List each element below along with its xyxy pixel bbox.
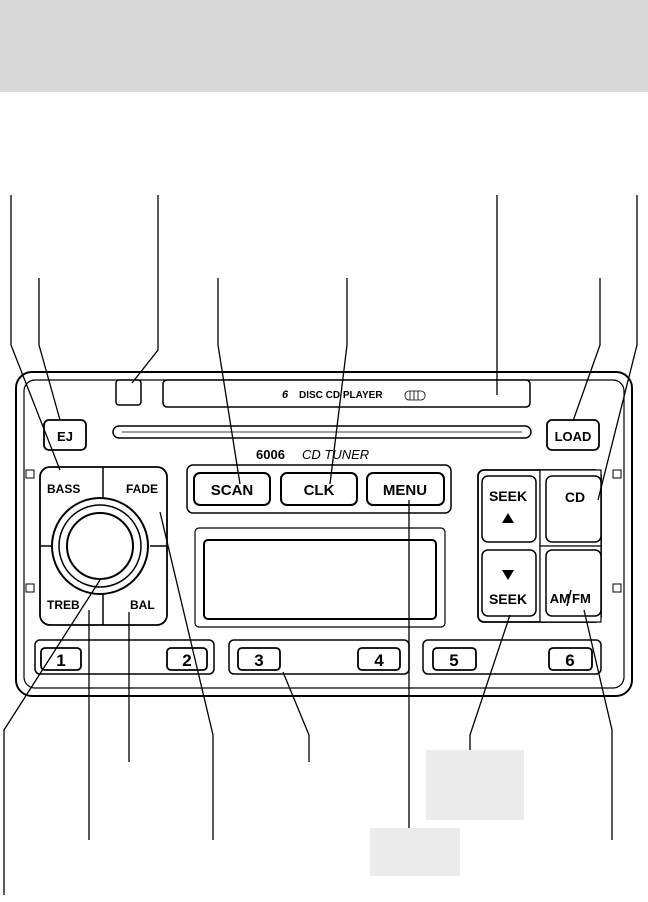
- fade-label: FADE: [126, 482, 158, 496]
- callout-box-menu: [370, 828, 460, 876]
- menu-button[interactable]: [366, 472, 445, 506]
- preset-6-label: 6: [565, 651, 574, 670]
- callout-line-disc-select: [131, 195, 159, 384]
- arrow-down-icon: [502, 570, 514, 580]
- bal-label: BAL: [130, 598, 155, 612]
- clk-label: CLK: [304, 482, 335, 499]
- scan-label: SCAN: [211, 482, 254, 499]
- cd-label: CD: [565, 489, 585, 505]
- seek-up-label: SEEK: [489, 488, 527, 504]
- cd-button[interactable]: [545, 475, 602, 543]
- callout-line-load: [572, 278, 601, 422]
- arrow-up-icon: [502, 513, 514, 523]
- side-marker: [25, 583, 35, 593]
- callout-line-cd: [597, 195, 638, 501]
- model-name: CD TUNER: [302, 447, 369, 462]
- callout-line-knob: [3, 579, 101, 895]
- am-label: AM: [550, 591, 570, 606]
- fm-label: FM: [572, 591, 591, 606]
- preset-1-label: 1: [56, 651, 65, 670]
- model-number: 6006: [256, 447, 285, 462]
- cd-slot-number: 6: [282, 389, 289, 401]
- callout-line-am-fm: [583, 609, 613, 840]
- preset-2-label: 2: [182, 651, 191, 670]
- preset-1-button[interactable]: [40, 647, 82, 671]
- callout-line-preset: [282, 671, 310, 762]
- bal-button[interactable]: BAL: [130, 598, 155, 612]
- header-band: [0, 0, 648, 92]
- disc-select-button[interactable]: [115, 379, 142, 406]
- bass-label: BASS: [47, 482, 80, 496]
- seek-down-label: SEEK: [489, 591, 527, 607]
- am-fm-button[interactable]: [545, 549, 602, 617]
- callout-line-eject: [38, 278, 61, 421]
- preset-5-label: 5: [449, 651, 458, 670]
- cd-changer-window: [162, 379, 531, 408]
- lcd-display: [203, 539, 437, 620]
- treb-label: TREB: [47, 598, 80, 612]
- callout-box-seek: [426, 750, 524, 820]
- bass-button[interactable]: BASS: [47, 482, 80, 496]
- preset-6-button[interactable]: [548, 647, 593, 671]
- callout-line-fade: [159, 511, 214, 840]
- radio-faceplate: [15, 371, 633, 697]
- preset-4-button[interactable]: [357, 647, 401, 671]
- eject-label: EJ: [57, 429, 73, 444]
- side-marker: [612, 583, 622, 593]
- menu-label: MENU: [383, 482, 427, 499]
- fade-button[interactable]: FADE: [126, 482, 158, 496]
- callout-line-clk: [329, 278, 348, 485]
- scan-button[interactable]: [193, 472, 271, 506]
- preset-2-button[interactable]: [166, 647, 208, 671]
- volume-knob[interactable]: [66, 512, 134, 580]
- side-marker: [612, 469, 622, 479]
- treb-button[interactable]: TREB: [47, 598, 80, 612]
- cd-logo-icon: [404, 390, 426, 401]
- callout-line-bass: [10, 195, 61, 471]
- callout-line-seek: [469, 614, 511, 750]
- eject-button[interactable]: [43, 419, 87, 451]
- preset-3-button[interactable]: [237, 647, 281, 671]
- preset-5-button[interactable]: [432, 647, 477, 671]
- preset-4-label: 4: [374, 651, 384, 670]
- side-marker: [25, 469, 35, 479]
- callout-lines: [3, 195, 638, 895]
- preset-3-label: 3: [254, 651, 263, 670]
- seek-up-button[interactable]: [481, 475, 537, 543]
- load-label: LOAD: [555, 429, 592, 444]
- clk-button[interactable]: [280, 472, 358, 506]
- callout-line-scan: [217, 278, 241, 485]
